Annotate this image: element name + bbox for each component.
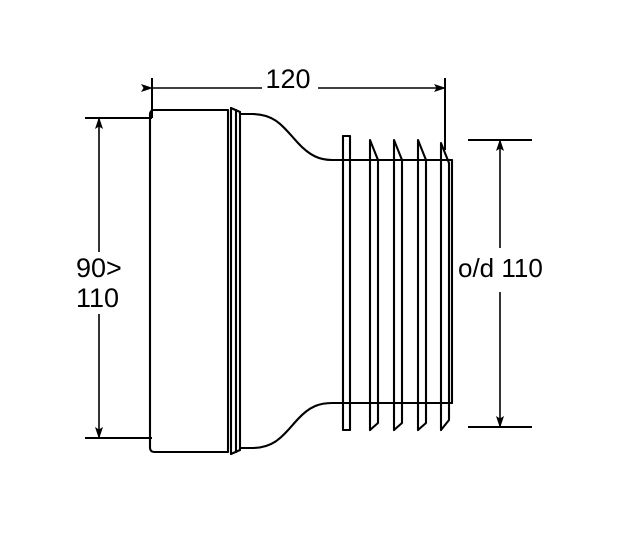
fin-5-profile-top [439, 141, 451, 432]
taper-curve-top [238, 112, 347, 162]
dimension-outlet-od-110: o/d 110 [456, 139, 576, 428]
dimension-label-inlet-max: 110 [76, 283, 119, 313]
fin-4-profile-top [416, 138, 428, 432]
fin-5-profile-bottom [439, 401, 451, 432]
fin-2-profile-top [368, 138, 380, 432]
dimension-length-120: 120 [141, 62, 446, 150]
taper-curve-bottom [238, 401, 347, 450]
collar-cap-bottom [229, 448, 242, 456]
fin-3-profile-top [392, 138, 404, 432]
dimension-inlet-90-110: 90> 110 [76, 117, 152, 439]
fin-4-profile-bottom [416, 401, 428, 432]
part-outline [148, 106, 454, 456]
dimension-label-outlet-od: o/d 110 [458, 253, 543, 283]
dimension-label-inlet-min: 90> [76, 253, 122, 283]
dimension-label-backdrop-outlet [456, 250, 576, 284]
dimension-label-backdrop-120 [262, 62, 318, 92]
fin-3-profile-bottom [392, 401, 404, 432]
dimension-label-120: 120 [265, 64, 310, 94]
fin-2-profile-bottom [368, 401, 380, 432]
collar-cap-top [229, 106, 242, 114]
